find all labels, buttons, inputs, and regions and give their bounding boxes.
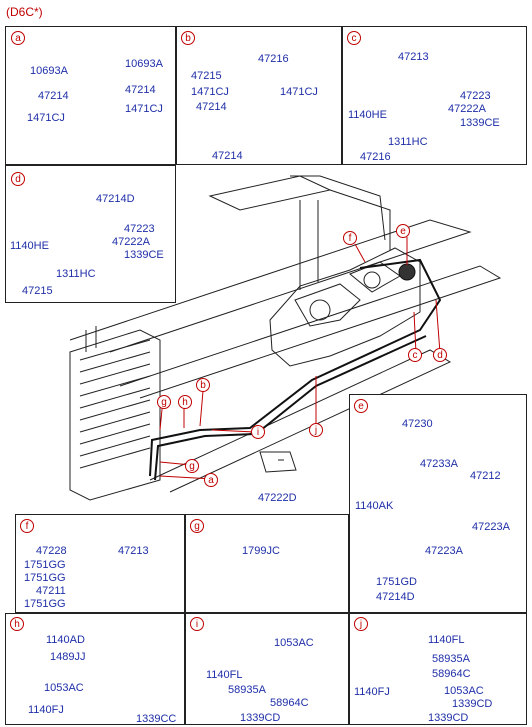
part-label: 47223 — [124, 223, 155, 235]
callout-g: g — [157, 395, 171, 409]
part-label: 1751GD — [376, 576, 417, 588]
part-label: 47216 — [360, 151, 391, 163]
part-label: 1471CJ — [280, 86, 318, 98]
part-label: 47214 — [125, 84, 156, 96]
part-label: 47214 — [196, 101, 227, 113]
panel-h — [5, 613, 185, 725]
panel-b-tag: b — [181, 31, 195, 45]
part-label: 1140HE — [348, 109, 387, 121]
part-label: 58935A — [432, 653, 470, 665]
part-label: 47215 — [22, 285, 53, 297]
panel-i — [185, 613, 349, 725]
part-label: 47230 — [402, 418, 433, 430]
panel-g-tag: g — [190, 519, 204, 533]
part-label: 58964C — [432, 668, 471, 680]
panel-h-tag: h — [10, 617, 24, 631]
panel-j-tag: j — [354, 617, 368, 631]
callout-g: g — [185, 459, 199, 473]
panel-f-tag: f — [20, 519, 34, 533]
part-label: 47228 — [36, 545, 67, 557]
callout-d: d — [433, 348, 447, 362]
part-label: 47215 — [191, 70, 222, 82]
panel-b — [176, 26, 342, 165]
part-label: 1140AD — [46, 634, 85, 646]
part-label: 1053AC — [274, 637, 314, 649]
panel-j — [349, 613, 527, 725]
part-label: 1339CE — [460, 117, 500, 129]
part-label: 1339CE — [124, 249, 164, 261]
part-label: 47214 — [38, 90, 69, 102]
callout-a: a — [204, 473, 218, 487]
part-label: 47213 — [398, 51, 429, 63]
part-label: 1339CD — [452, 698, 493, 710]
part-label: 47223A — [425, 545, 463, 557]
part-label: 58935A — [228, 684, 266, 696]
part-label: 1053AC — [44, 682, 84, 694]
part-label: 47223A — [472, 521, 510, 533]
part-label: 47233A — [420, 458, 458, 470]
callout-e: e — [396, 224, 410, 238]
callout-c: c — [408, 348, 422, 362]
part-label: 47213 — [118, 545, 149, 557]
panel-i-tag: i — [190, 617, 204, 631]
part-label: 47222A — [112, 236, 150, 248]
part-label: 1751GG — [24, 559, 66, 571]
part-label: 1339CC — [136, 713, 177, 725]
part-label: 10693A — [30, 65, 68, 77]
panel-a-tag: a — [11, 31, 25, 45]
part-label: 47211 — [36, 585, 66, 597]
part-label: 47212 — [470, 470, 501, 482]
panel-e-tag: e — [354, 399, 368, 413]
part-label: 10693A — [125, 58, 163, 70]
panel-d-tag: d — [11, 172, 25, 186]
callout-h: h — [178, 395, 192, 409]
part-label: 47214D — [96, 193, 135, 205]
part-label: 1339CD — [240, 712, 281, 724]
part-label: 1471CJ — [125, 103, 163, 115]
part-label: 1140FL — [428, 634, 465, 646]
part-label: 1471CJ — [191, 86, 229, 98]
part-label: 1311HC — [56, 268, 96, 280]
part-label: 1489JJ — [50, 651, 86, 663]
callout-i: i — [251, 425, 265, 439]
part-label: 1751GG — [24, 572, 66, 584]
part-label: 47222A — [448, 103, 486, 115]
part-label: 1311HC — [388, 136, 428, 148]
part-label: 1339CD — [428, 712, 469, 724]
part-label: 47223 — [460, 90, 491, 102]
part-label: 1140FL — [206, 669, 243, 681]
part-label: 1140AK — [355, 500, 394, 512]
panel-e — [349, 394, 527, 613]
panel-d — [5, 165, 176, 303]
part-label: 1471CJ — [27, 112, 65, 124]
part-label: 1140FJ — [28, 704, 64, 716]
callout-f: f — [343, 231, 357, 245]
part-label: 1799JC — [242, 545, 280, 557]
panel-g — [185, 514, 349, 613]
panel-f — [15, 514, 185, 613]
part-label: 1751GG — [24, 598, 66, 610]
callout-j: j — [309, 423, 323, 437]
part-label: 47216 — [258, 53, 289, 65]
callout-b: b — [196, 378, 210, 392]
part-label: 47214D — [376, 591, 415, 603]
part-label: 58964C — [270, 697, 309, 709]
main-chassis-drawing — [69, 175, 502, 501]
part-label: 1053AC — [444, 685, 484, 697]
panel-c — [342, 26, 527, 165]
panel-c-tag: c — [347, 31, 361, 45]
part-label: 1140FJ — [354, 686, 390, 698]
panel-a — [5, 26, 176, 165]
part-label: 1140HE — [10, 240, 49, 252]
part-label: 47222D — [258, 492, 297, 504]
model-code: (D6C*) — [6, 5, 43, 19]
part-label: 47214 — [212, 150, 243, 162]
